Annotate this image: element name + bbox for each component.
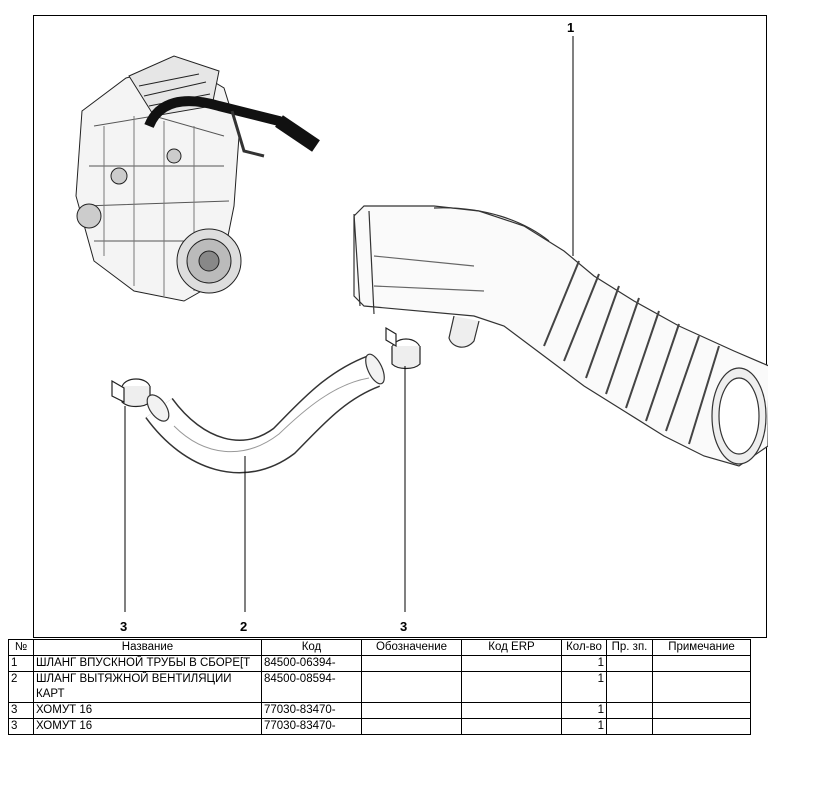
callout-3-left: 3 [120,619,128,634]
parts-diagram: 1 3 2 3 [33,15,768,638]
header-designation: Обозначение [361,639,462,656]
cell-code: 77030-83470- [261,702,362,719]
cell-pr [606,655,653,672]
cell-note [652,702,751,719]
cell-qty: 1 [561,718,607,735]
table-row: 2 ШЛАНГ ВЫТЯЖНОЙ ВЕНТИЛЯЦИИ КАРТ 84500-0… [8,671,751,703]
cell-no: 3 [8,702,34,719]
cell-no: 2 [8,671,34,703]
callout-2: 2 [240,619,248,634]
cell-name: ШЛАНГ ВПУСКНОЙ ТРУБЫ В СБОРЕ[Т [33,655,262,672]
diagram-drawing [75,36,768,612]
leader-lines [124,36,574,612]
header-code: Код [261,639,362,656]
engine-illustration [75,55,320,302]
parts-table: № Название Код Обозначение Код ERP Кол-в… [8,639,751,735]
cell-pr [606,671,653,703]
callout-3-right: 3 [400,619,408,634]
header-name: Название [33,639,262,656]
cell-no: 3 [8,718,34,735]
clamp-right-illustration [385,326,421,370]
header-qty: Кол-во [561,639,607,656]
cell-no: 1 [8,655,34,672]
cell-pr [606,718,653,735]
cell-name: ХОМУТ 16 [33,702,262,719]
cell-code: 77030-83470- [261,718,362,735]
table-header-row: № Название Код Обозначение Код ERP Кол-в… [8,639,751,656]
callout-1: 1 [567,20,575,35]
table-row: 1 ШЛАНГ ВПУСКНОЙ ТРУБЫ В СБОРЕ[Т 84500-0… [8,655,751,672]
table-row: 3 ХОМУТ 16 77030-83470- 1 [8,702,751,719]
cell-qty: 1 [561,671,607,703]
cell-note [652,655,751,672]
cell-qty: 1 [561,702,607,719]
cell-note [652,718,751,735]
vent-hose-illustration [145,353,385,474]
cell-name: ШЛАНГ ВЫТЯЖНОЙ ВЕНТИЛЯЦИИ КАРТ [33,671,262,703]
cell-designation [361,718,462,735]
cell-designation [361,655,462,672]
cell-name: ХОМУТ 16 [33,718,262,735]
cell-code: 84500-06394- [261,655,362,672]
intake-hose-illustration [353,205,768,467]
header-no: № [8,639,34,656]
cell-qty: 1 [561,655,607,672]
table-row: 3 ХОМУТ 16 77030-83470- 1 [8,718,751,735]
cell-code: 84500-08594- [261,671,362,703]
cell-designation [361,702,462,719]
header-pr: Пр. зп. [606,639,653,656]
cell-erp [461,671,562,703]
cell-designation [361,671,462,703]
cell-erp [461,702,562,719]
cell-pr [606,702,653,719]
header-note: Примечание [652,639,751,656]
cell-erp [461,655,562,672]
cell-note [652,671,751,703]
clamp-left-illustration [111,378,151,408]
header-erp: Код ERP [461,639,562,656]
cell-erp [461,718,562,735]
